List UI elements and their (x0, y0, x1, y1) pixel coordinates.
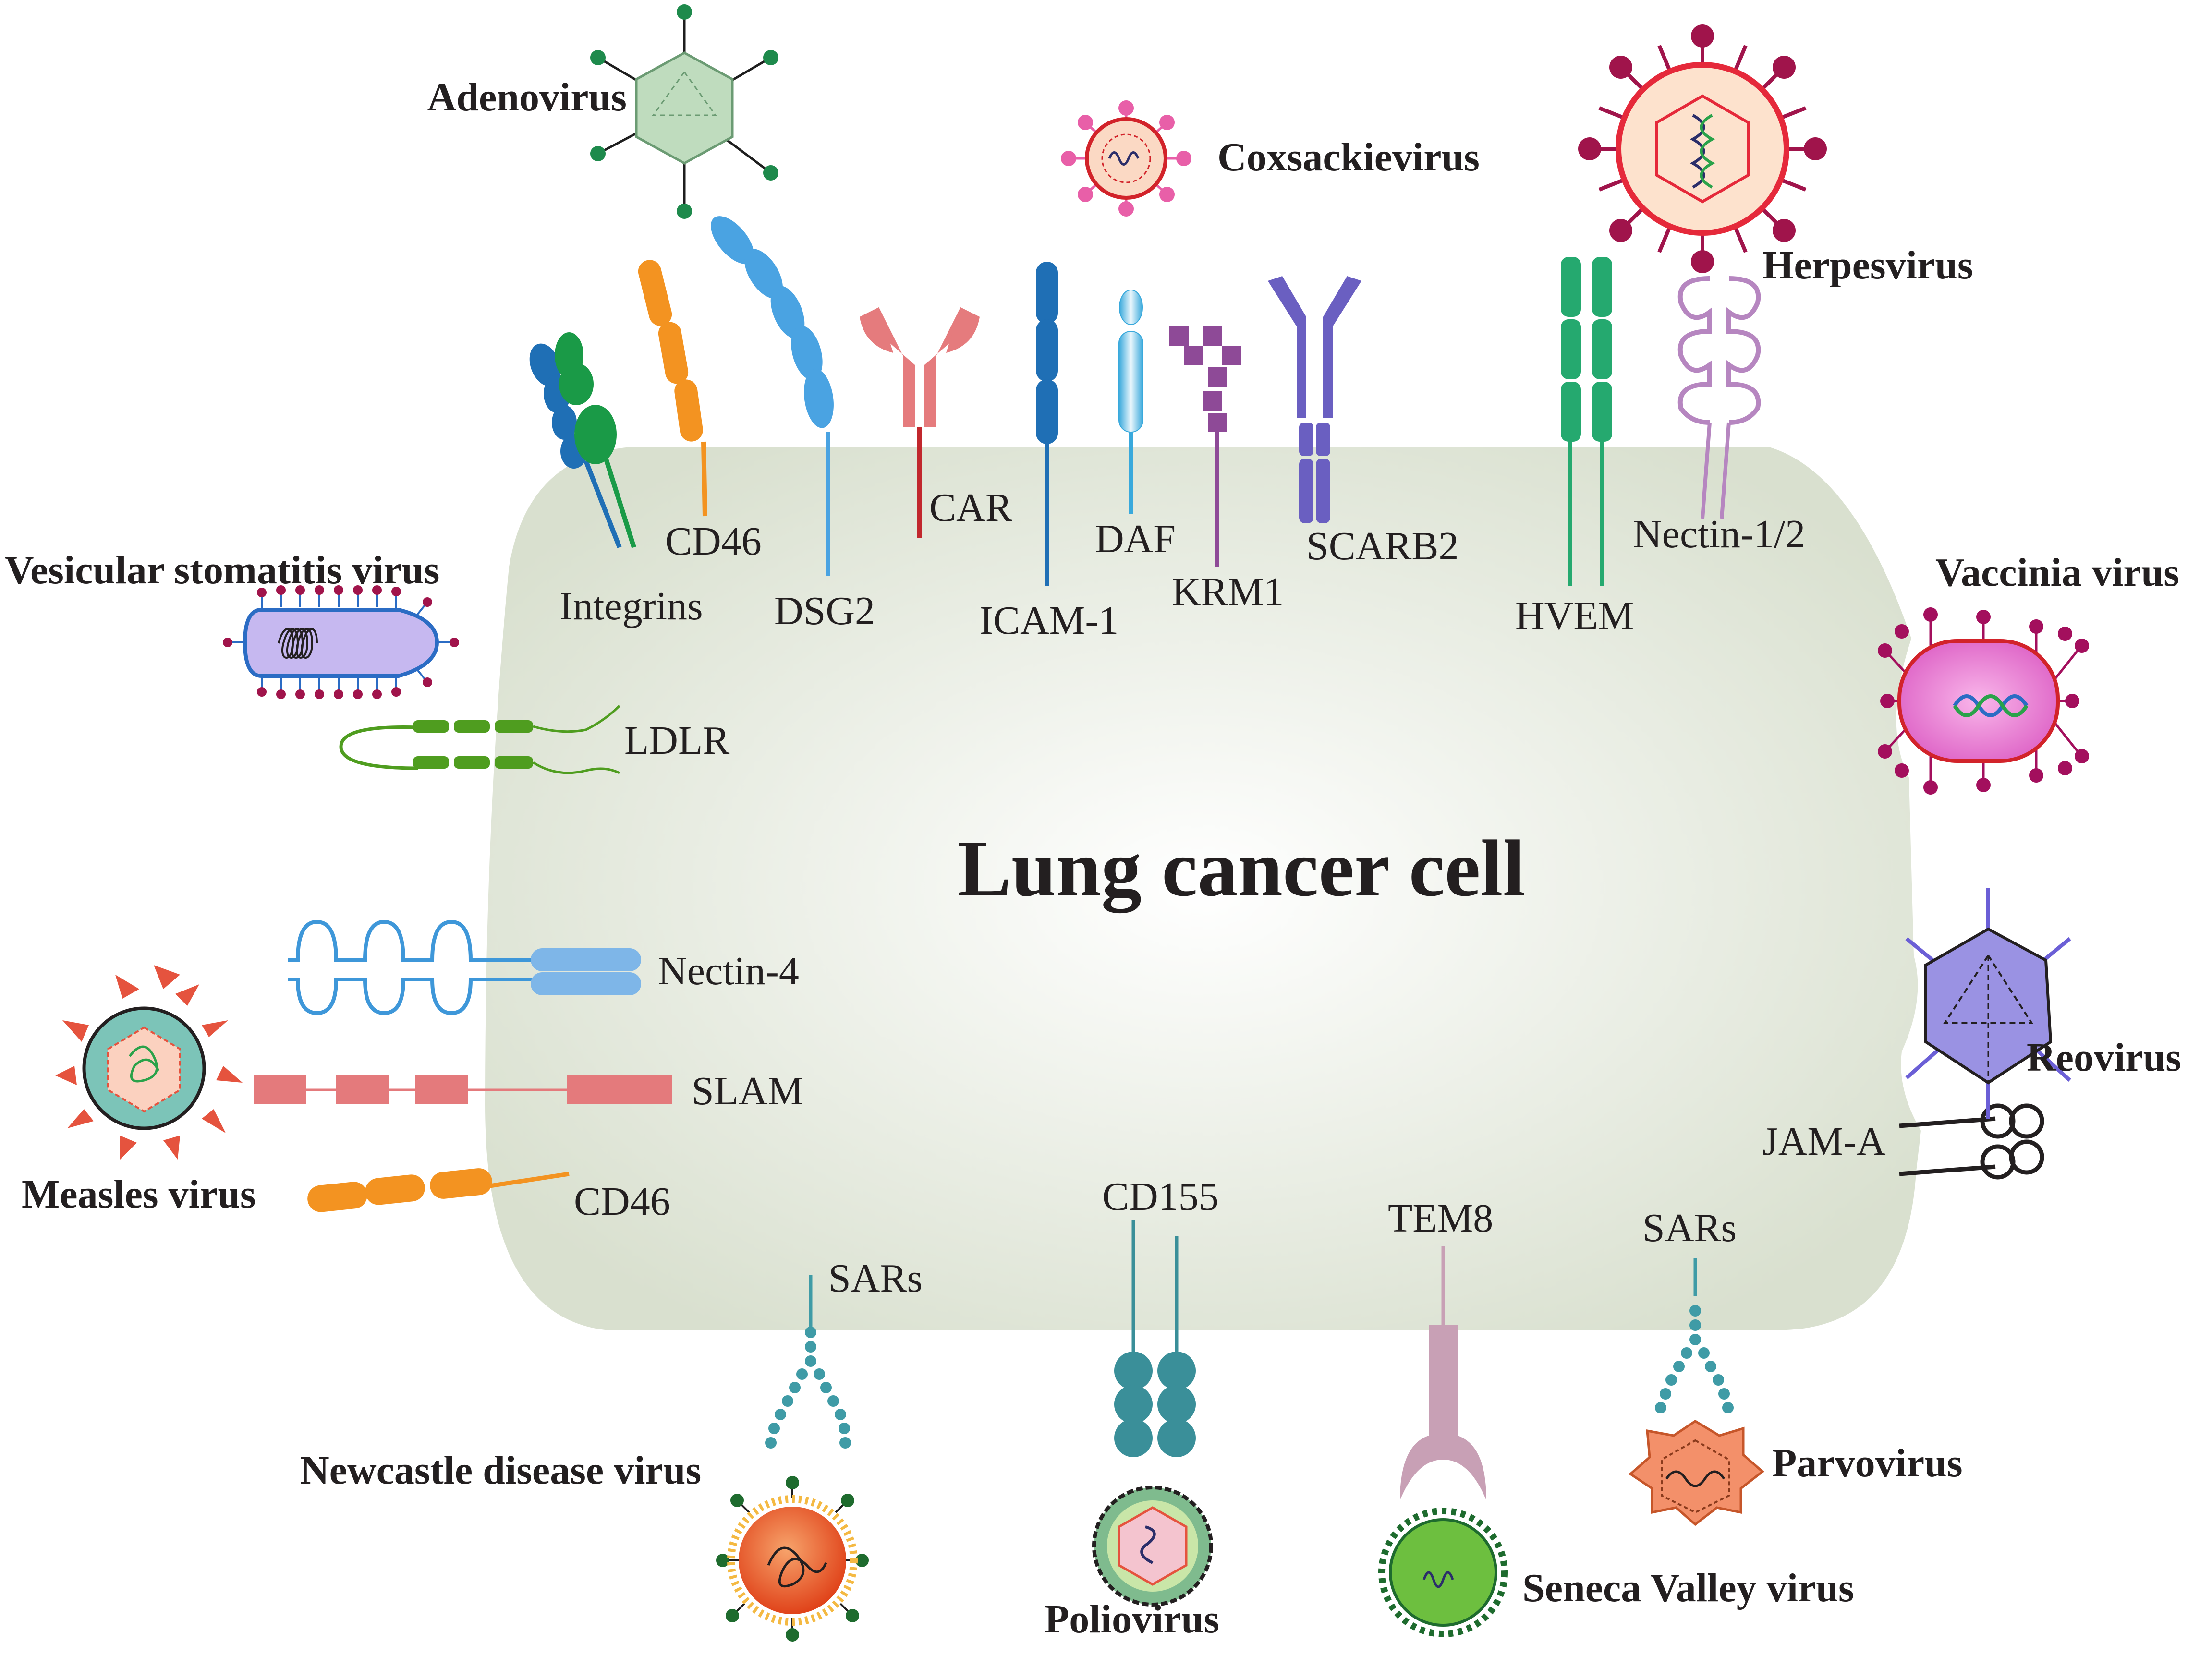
cd46-left-receptor: CD46 (307, 1168, 670, 1224)
krm1-label: KRM1 (1172, 569, 1284, 614)
slam-label: SLAM (692, 1069, 803, 1113)
cell-title: Lung cancer cell (958, 824, 1525, 913)
scarb2-label: SCARB2 (1306, 524, 1458, 568)
cd46-top-receptor: CD46 (638, 260, 762, 564)
newcastle-label: Newcastle disease virus (300, 1448, 701, 1493)
newcastle-icon: Newcastle disease virus (300, 1448, 869, 1642)
car-label: CAR (929, 485, 1012, 530)
adenovirus-label: Adenovirus (427, 75, 627, 120)
sars-parvo-label: SARs (1642, 1206, 1737, 1250)
vsv-label: Vesicular stomatitis virus (5, 548, 439, 592)
sars-ndv-label: SARs (828, 1256, 923, 1301)
herpesvirus-icon: Herpesvirus (1578, 24, 1973, 288)
cell-membrane (485, 447, 1921, 1330)
poliovirus-icon: Poliovirus (1045, 1486, 1219, 1642)
sars-ndv-receptor: SARs (765, 1256, 923, 1449)
vaccinia-icon: Vaccinia virus (1878, 550, 2179, 795)
parvovirus-icon: Parvovirus (1628, 1420, 1963, 1526)
herpesvirus-label: Herpesvirus (1762, 243, 1973, 288)
cd46-top-label: CD46 (665, 519, 762, 564)
hvem-label: HVEM (1515, 593, 1634, 638)
nectin4-receptor: Nectin-4 (288, 919, 799, 1015)
nectin12-label: Nectin-1/2 (1633, 512, 1805, 556)
measles-icon: Measles virus (22, 965, 256, 1217)
icam1-label: ICAM-1 (980, 598, 1118, 643)
seneca-label: Seneca Valley virus (1522, 1566, 1854, 1610)
cd155-receptor: CD155 (1102, 1174, 1219, 1457)
reovirus-icon: Reovirus (1905, 888, 2181, 1119)
ldlr-label: LDLR (624, 718, 729, 763)
ldlr-receptor: LDLR (339, 705, 729, 774)
lung-cancer-cell: Lung cancer cell (485, 447, 1921, 1330)
poliovirus-label: Poliovirus (1045, 1597, 1219, 1642)
cd155-label: CD155 (1102, 1174, 1219, 1219)
integrins-label: Integrins (559, 584, 703, 628)
parvovirus-label: Parvovirus (1772, 1441, 1963, 1486)
krm1-receptor: KRM1 (1169, 326, 1284, 614)
dsg2-receptor: DSG2 (711, 216, 875, 633)
tem8-receptor: TEM8 (1388, 1196, 1493, 1500)
hvem-receptor: HVEM (1515, 257, 1634, 638)
icam1-receptor: ICAM-1 (980, 262, 1118, 643)
vsv-icon: Vesicular stomatitis virus (5, 548, 459, 699)
jama-label: JAM-A (1762, 1119, 1886, 1164)
cd46-left-label: CD46 (574, 1179, 670, 1224)
coxsackievirus-icon: Coxsackievirus (1061, 100, 1480, 217)
integrins-receptor: Integrins (529, 332, 703, 628)
coxsackievirus-label: Coxsackievirus (1217, 135, 1480, 180)
vaccinia-label: Vaccinia virus (1935, 550, 2179, 595)
nectin12-receptor: Nectin-1/2 (1633, 276, 1805, 556)
reovirus-label: Reovirus (2027, 1035, 2181, 1080)
adenovirus-icon: Adenovirus (427, 4, 778, 219)
measles-label: Measles virus (22, 1172, 256, 1217)
scarb2-receptor: SCARB2 (1268, 276, 1458, 568)
sars-parvo-receptor: SARs (1642, 1206, 1737, 1413)
car-receptor: CAR (860, 307, 1012, 538)
dsg2-label: DSG2 (774, 589, 875, 633)
seneca-icon: Seneca Valley virus (1378, 1508, 1854, 1637)
daf-receptor: DAF (1095, 290, 1176, 561)
slam-receptor: SLAM (254, 1069, 803, 1113)
nectin4-label: Nectin-4 (658, 949, 799, 993)
tem8-label: TEM8 (1388, 1196, 1493, 1241)
jama-receptor: JAM-A (1762, 1103, 2044, 1180)
daf-label: DAF (1095, 517, 1176, 561)
